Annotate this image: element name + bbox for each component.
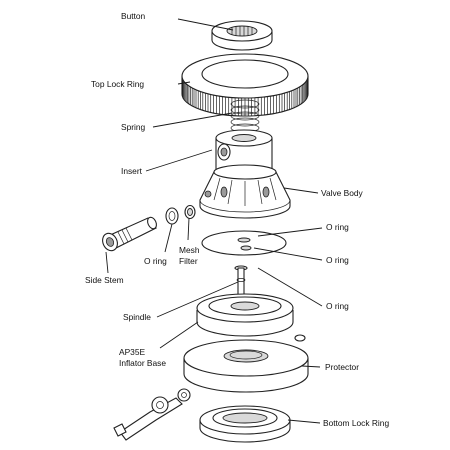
top-lock-ring-part [181,53,309,117]
label-spindle: Spindle [123,312,151,322]
label-protector: Protector [325,362,359,372]
o-ring-disc-part [201,230,287,256]
labels: Button Top Lock Ring Spring Insert Valve… [85,11,389,428]
key-tool-part [113,388,191,441]
label-top-lock-ring: Top Lock Ring [91,79,144,89]
label-o-ring-right-1: O ring [326,222,349,232]
label-o-ring-left: O ring [144,256,167,266]
leader-protector [301,365,321,368]
inflator-base-part [196,293,306,342]
label-o-ring-right-3: O ring [326,301,349,311]
label-side-stem: Side Stem [85,275,124,285]
leader-o-ring-left [164,223,173,253]
label-inflator-base-line1: AP35E [119,347,145,357]
leader-top-lock-ring [177,81,191,85]
leader-insert [145,149,213,172]
label-inflator-base-line2: Inflator Base [119,358,166,368]
label-mesh-filter-line2: Filter [179,256,198,266]
bottom-lock-ring-part [199,405,291,443]
label-valve-body: Valve Body [321,188,364,198]
o-ring-left-part [165,207,179,225]
label-spring: Spring [121,122,146,132]
leader-inflator-base [159,321,199,349]
leader-button [177,18,234,31]
label-o-ring-right-2: O ring [326,255,349,265]
leader-side-stem [105,251,109,274]
leader-o-ring-right-3 [257,267,323,307]
mesh-filter-part [184,204,196,220]
button-part [211,20,273,51]
label-insert: Insert [121,166,143,176]
label-button: Button [121,11,146,21]
leader-spindle [156,281,239,318]
protector-part [183,339,309,393]
leader-bottom-lock-ring [287,419,321,424]
leader-o-ring-right-1 [257,227,323,237]
leader-valve-body [283,187,319,194]
leader-lines [105,18,323,424]
leader-mesh-filter [187,217,190,241]
label-bottom-lock-ring: Bottom Lock Ring [323,418,389,428]
side-stem-part [102,216,157,252]
leader-spring [152,112,233,128]
leader-o-ring-right-2 [253,247,323,261]
valve-body-part [199,164,291,219]
label-mesh-filter-line1: Mesh [179,245,200,255]
